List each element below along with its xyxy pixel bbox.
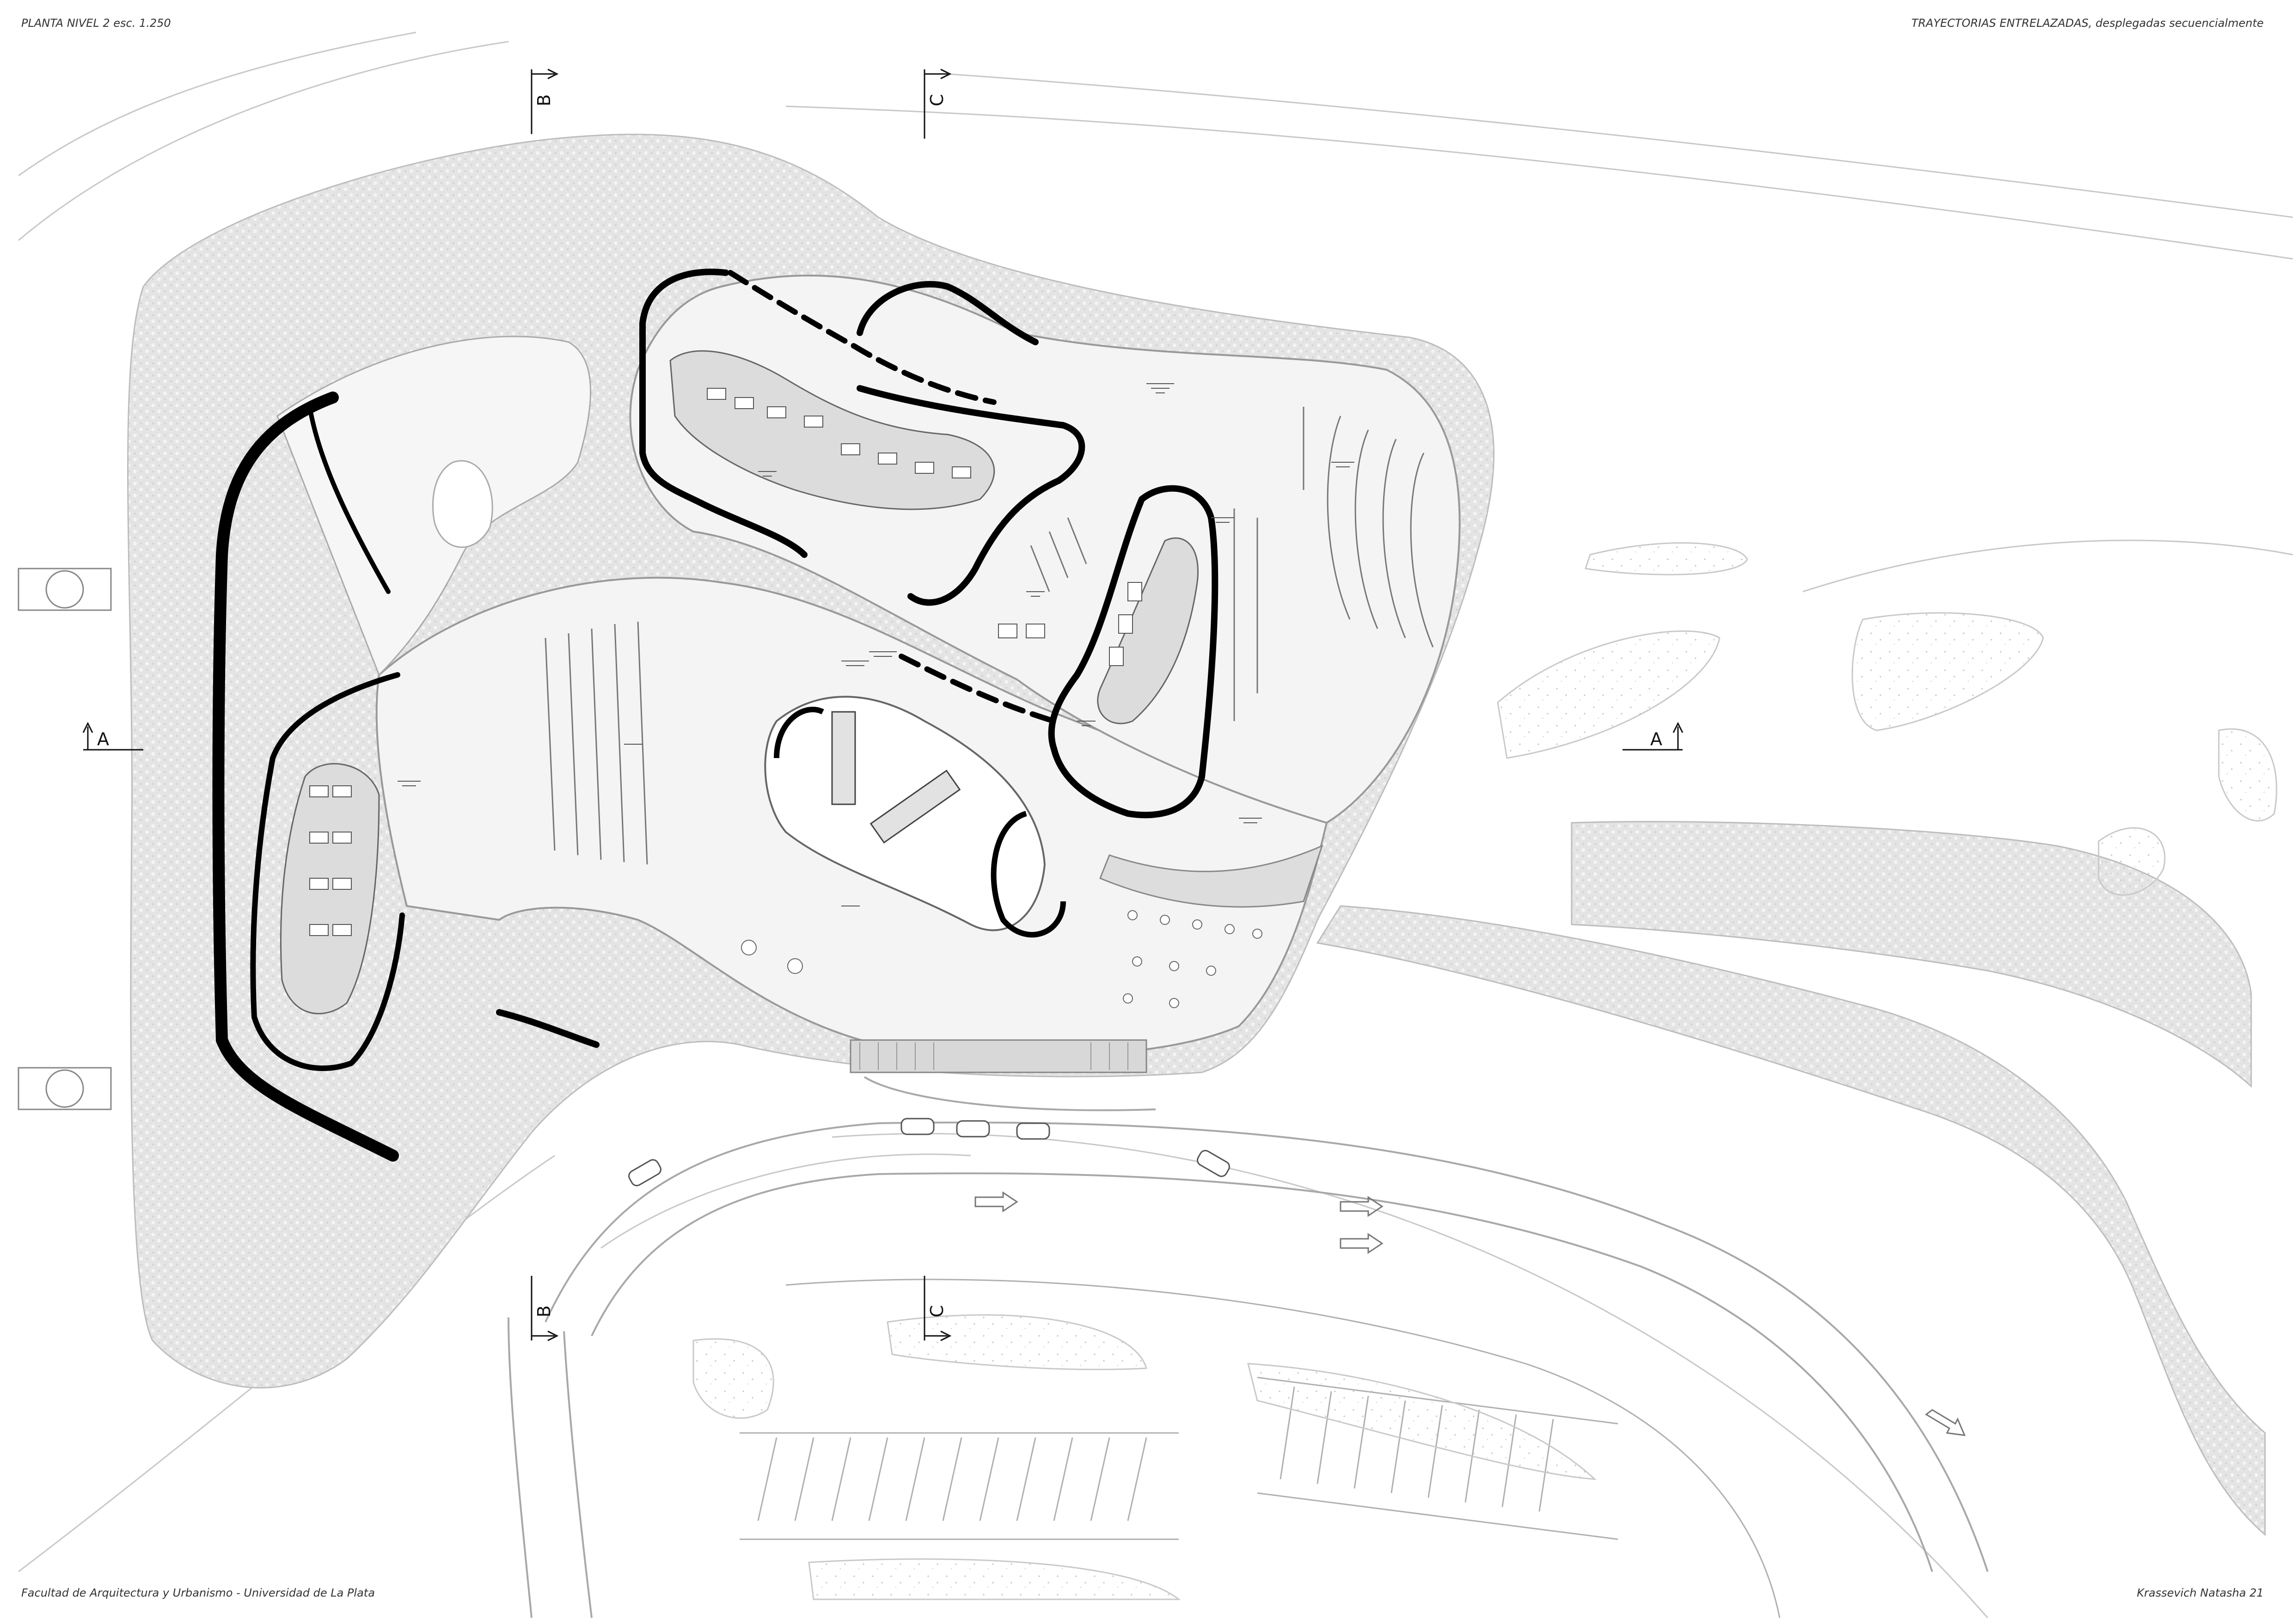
south-canopy [1099,845,1323,908]
escalators [831,711,961,844]
north-office-module [669,350,995,510]
planting-island-3 [1851,612,2044,731]
exterior-walls [212,269,1218,1162]
author-footer: Krassevich Natasha 21 [2137,1586,2264,1599]
entry-plaza [850,1039,1147,1073]
roads [508,1076,1989,1618]
section-c-top-label: C [927,94,947,106]
green-band-southeast [1571,820,2252,1088]
plan-title: PLANTA NIVEL 2 esc. 1.250 [21,17,171,30]
section-c-bottom-label: C [927,1305,947,1317]
section-marker-b-top: B [531,68,559,134]
interior-modules [280,350,1199,1015]
central-dashed-wall [899,654,1057,724]
vehicles [628,1118,1230,1187]
north-wing-wall-west [639,269,808,558]
west-inner-wall [307,404,391,594]
section-marker-c-bottom: C [924,1276,952,1341]
north-wing-wall-east [857,281,1039,345]
section-b-top-label: B [534,94,554,106]
west-ramp-loop [432,460,493,548]
institution-footer: Facultad de Arquitectura y Urbanismo - U… [21,1586,375,1599]
section-marker-c-top: C [924,68,952,139]
section-marker-a-right: A [1623,722,1684,751]
parking-islands [692,1314,1597,1600]
planting-island-1 [1585,542,1748,575]
stair-core [774,707,824,759]
section-marker-a-left: A [82,722,143,751]
concept-title: TRAYECTORIAS ENTRELAZADAS, desplegadas s… [1911,17,2264,30]
office-wing-edge [857,385,1085,606]
section-marker-b-bottom: B [531,1276,559,1341]
west-edge-fixtures [18,568,112,1110]
west-wing-wall [250,672,405,1071]
planting-island-2 [1497,630,1720,759]
central-atrium [741,696,1323,1008]
desk-clusters [309,388,1142,936]
planting-island-4 [2098,827,2166,896]
stair-core-2 [991,811,1066,938]
cafe-tables [741,910,1262,1008]
west-office-module [280,763,380,1015]
north-wing-dashed [728,270,997,405]
south-wall [496,1009,600,1048]
seating-rows [545,407,1434,865]
planting-island-5 [2218,728,2278,822]
traffic-arrows [974,1191,1966,1436]
section-a-right-label: A [1650,729,1662,749]
west-wall [212,392,399,1162]
east-tower-wall [1048,485,1218,819]
green-band-east [1316,905,2266,1536]
section-b-bottom-label: B [534,1305,554,1317]
parking-lot [740,1279,1781,1618]
section-a-left-label: A [97,729,109,749]
